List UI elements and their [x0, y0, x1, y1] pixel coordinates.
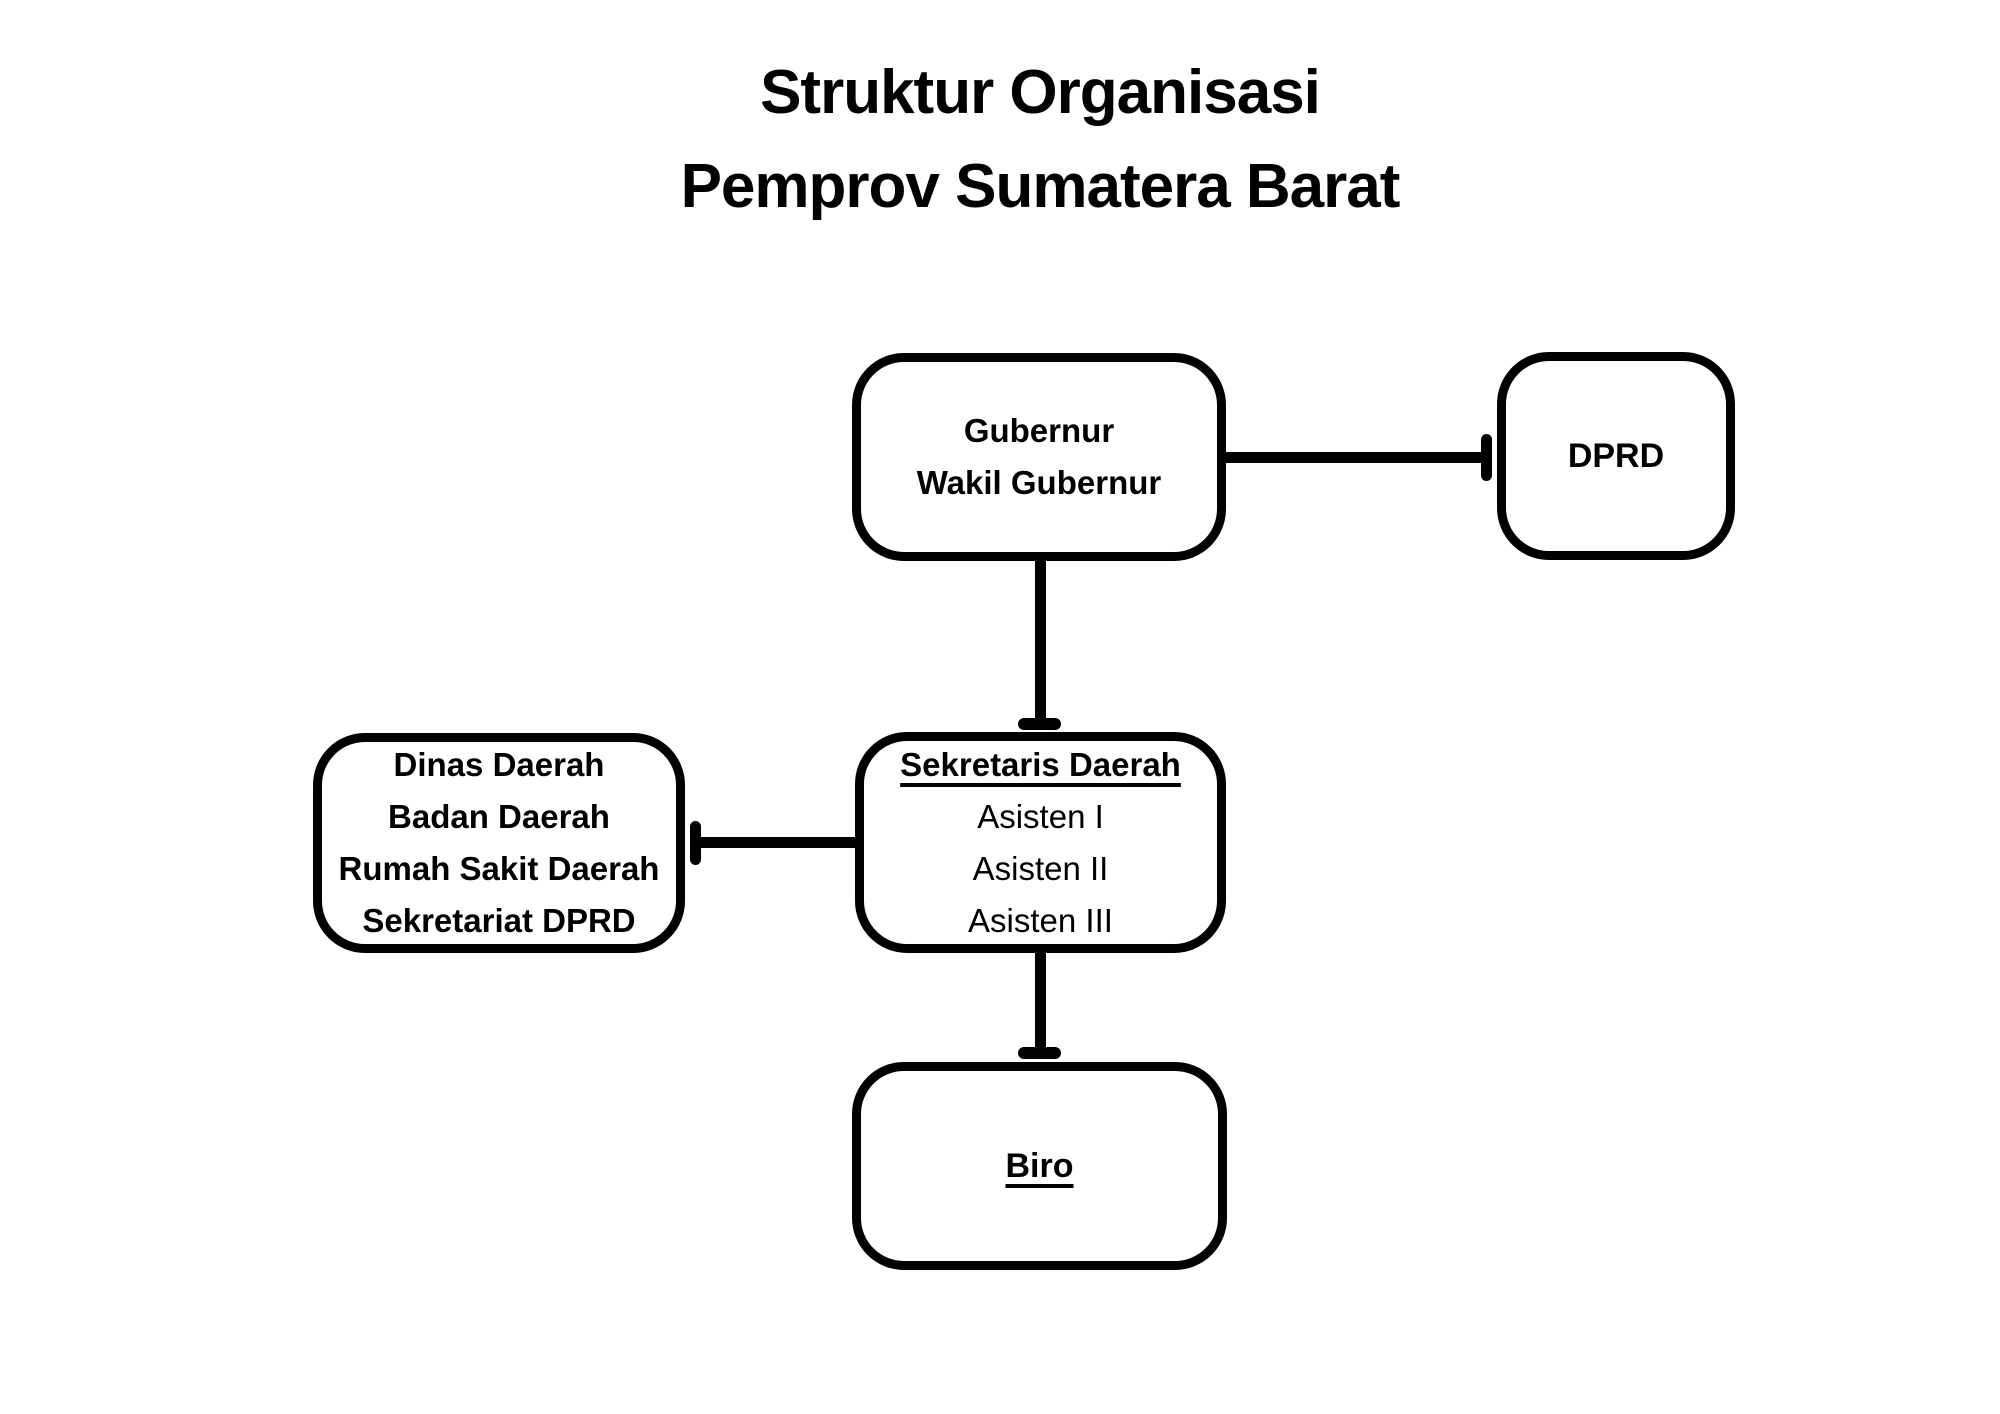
- node-sekretaris-daerah: Sekretaris Daerah Asisten I Asisten II A…: [855, 732, 1226, 953]
- connector-gubernur-dprd: [1222, 452, 1486, 463]
- wakil-gubernur-label: Wakil Gubernur: [916, 464, 1162, 501]
- node-gubernur-wakil-gubernur: Gubernur Wakil Gubernur: [852, 353, 1226, 561]
- page-title-line1: Struktur Organisasi: [760, 58, 1321, 127]
- page-title-line2: Pemprov Sumatera Barat: [680, 152, 1401, 221]
- asisten-1-label: Asisten I: [977, 797, 1104, 835]
- gubernur-label: Gubernur: [963, 412, 1115, 449]
- asisten-2-label: Asisten II: [972, 849, 1109, 887]
- biro-label: Biro: [1005, 1147, 1074, 1185]
- node-biro: Biro: [852, 1062, 1227, 1270]
- node-dinas-badan-rsd-sekretariat: Dinas Daerah Badan Daerah Rumah Sakit Da…: [313, 733, 685, 953]
- node-dprd: DPRD: [1497, 352, 1735, 560]
- sekretariat-dprd-label: Sekretariat DPRD: [362, 902, 636, 939]
- connector-sekretaris-biro: [1035, 950, 1046, 1056]
- asisten-3-label: Asisten III: [968, 901, 1113, 939]
- connector-gubernur-sekretaris: [1035, 557, 1046, 729]
- sekretaris-daerah-heading: Sekretaris Daerah: [900, 745, 1181, 783]
- connector-gubernur-sekretaris-end-cap: [1018, 718, 1061, 730]
- connector-sekretaris-dinas-end-cap: [690, 821, 701, 865]
- rumah-sakit-daerah-label: Rumah Sakit Daerah: [338, 850, 660, 887]
- connector-sekretaris-biro-end-cap: [1018, 1047, 1061, 1059]
- connector-sekretaris-dinas: [699, 837, 858, 848]
- connector-gubernur-dprd-end-cap: [1481, 434, 1492, 481]
- badan-daerah-label: Badan Daerah: [388, 798, 610, 835]
- dprd-label: DPRD: [1567, 437, 1665, 475]
- page-title: Struktur Organisasi Pemprov Sumatera Bar…: [340, 62, 1740, 218]
- dinas-daerah-label: Dinas Daerah: [393, 746, 605, 783]
